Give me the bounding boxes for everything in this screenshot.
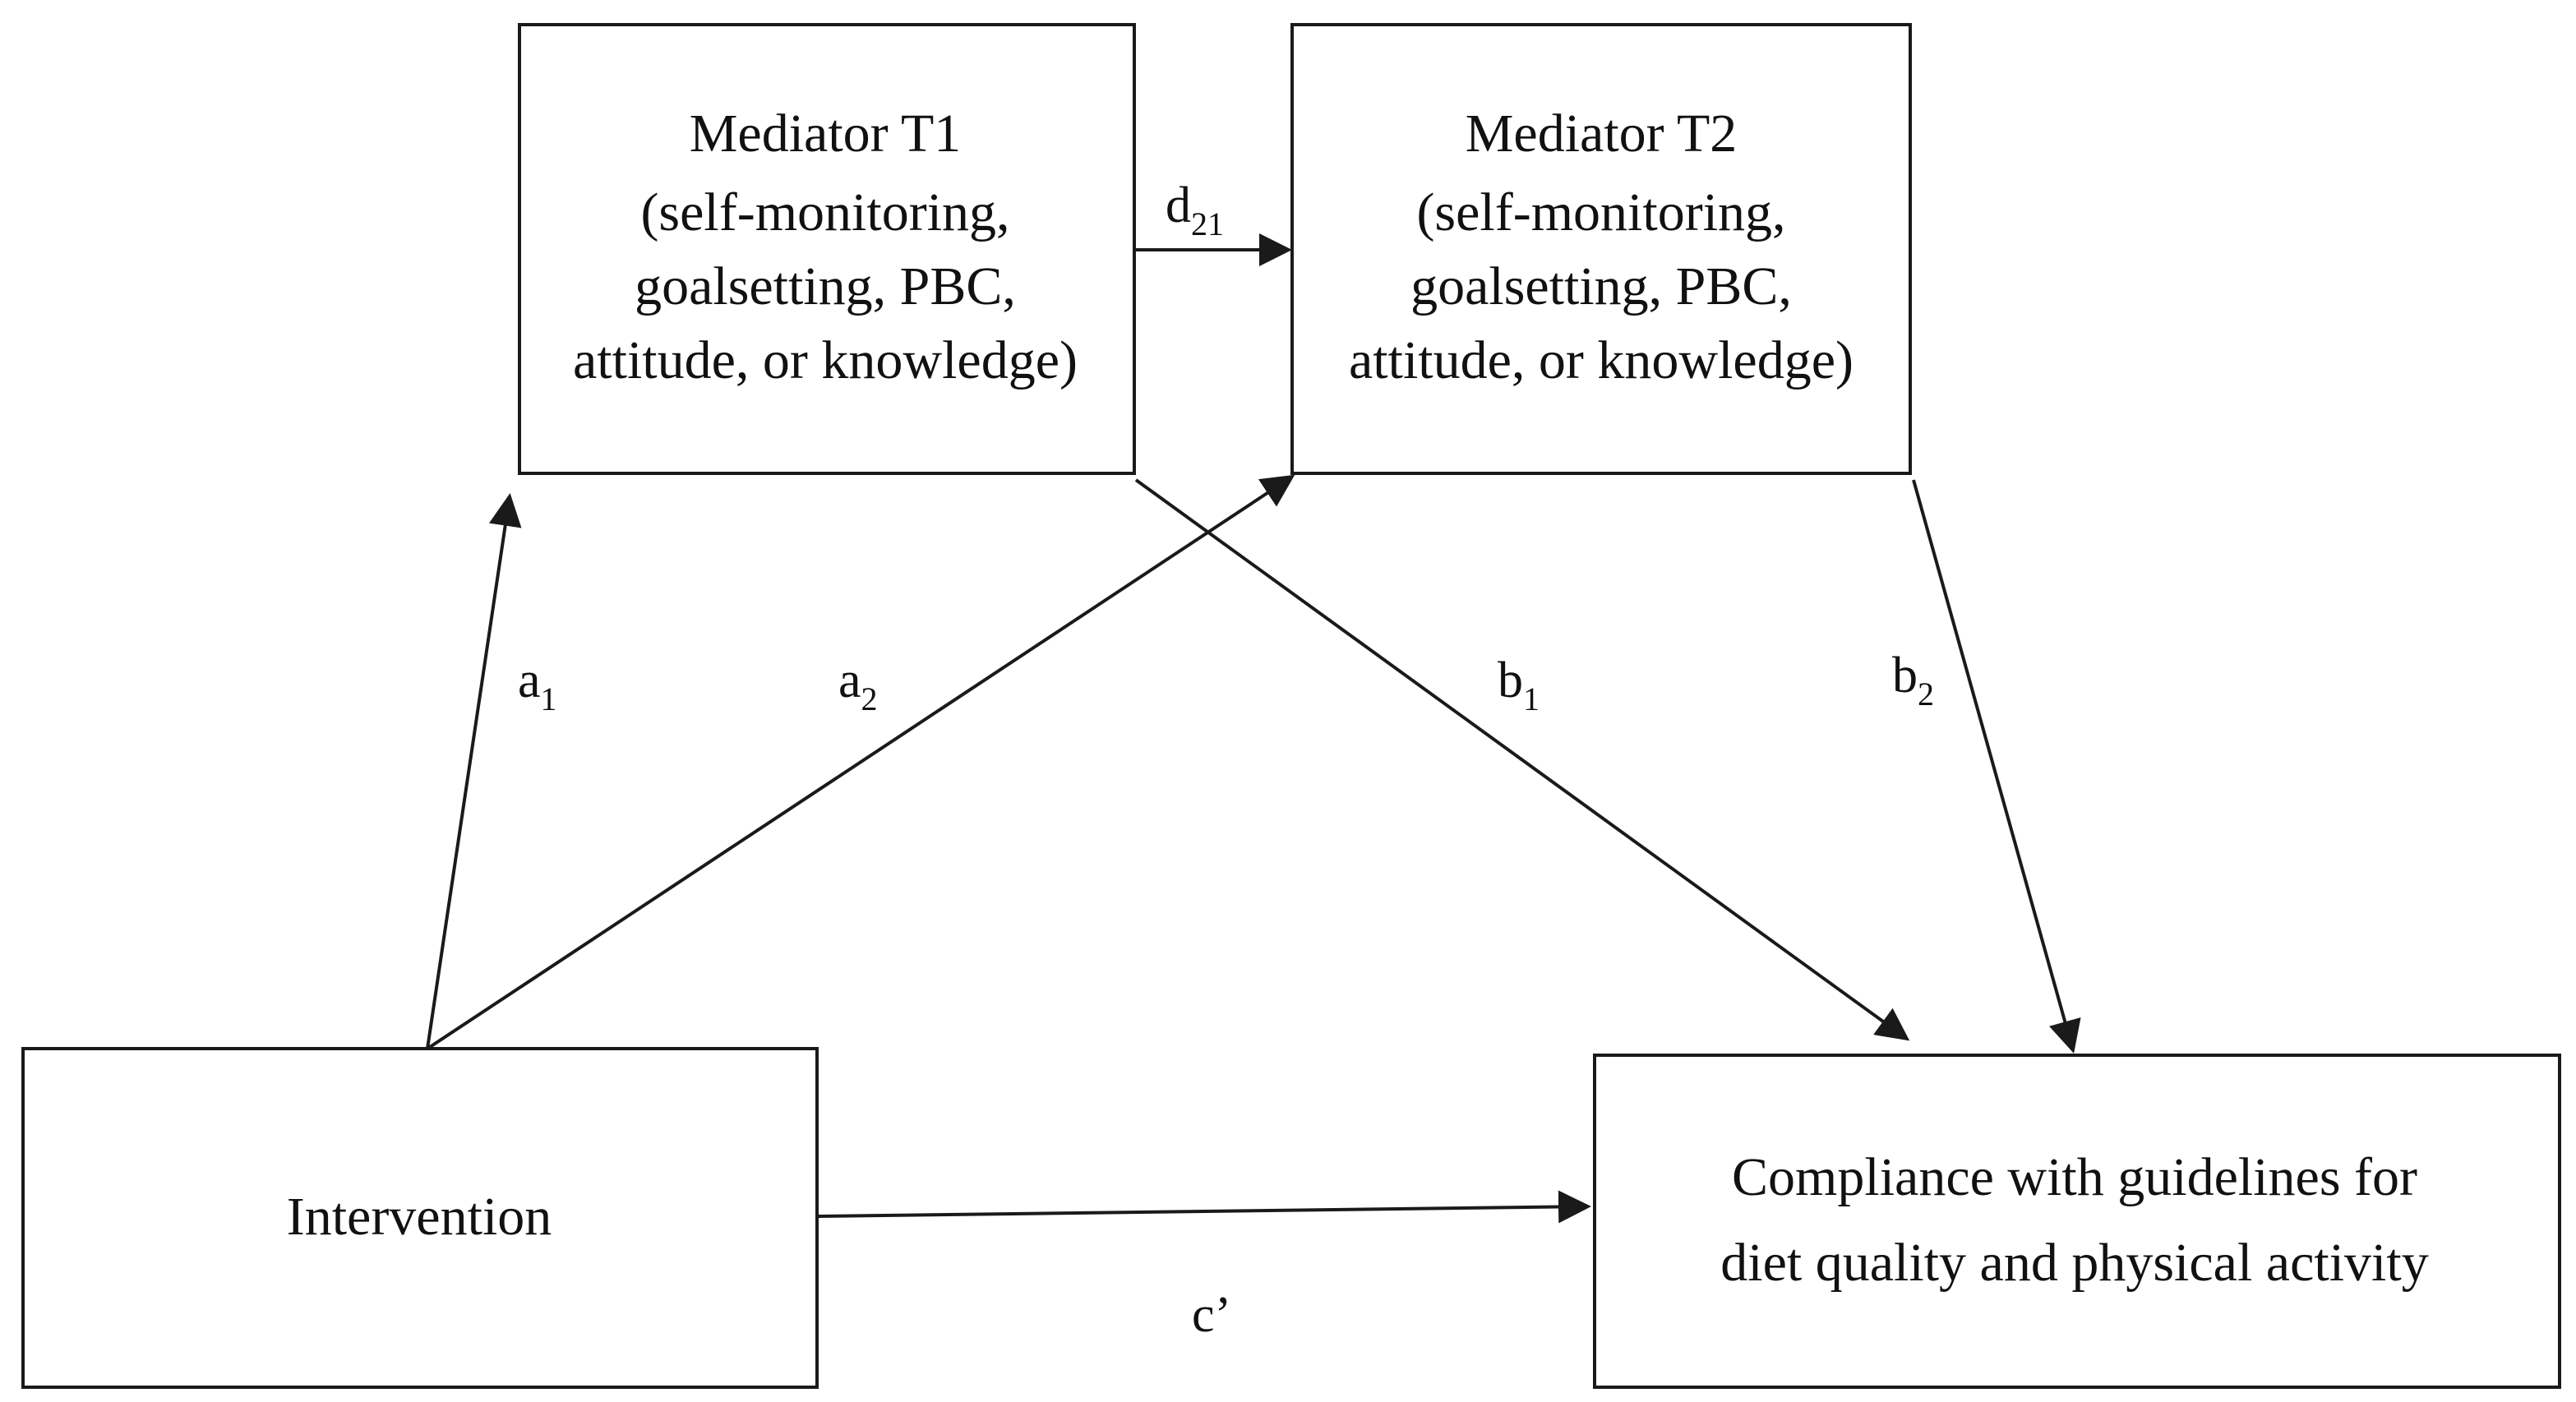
intervention-label: Intervention <box>287 1187 552 1247</box>
path-c-prime-label: c’ <box>1192 1287 1231 1343</box>
mediator-t1-title: Mediator T1 <box>690 104 962 164</box>
compliance-label-line: Compliance with guidelines for <box>1732 1147 2417 1207</box>
path-b1-label: b1 <box>1498 653 1540 717</box>
path-a1-arrow <box>426 493 522 1049</box>
path-a1-label: a1 <box>518 653 557 717</box>
mediator-t2-line: (self-monitoring, <box>1416 182 1785 242</box>
mediator-t2-line: attitude, or knowledge) <box>1349 330 1854 390</box>
compliance-box <box>1593 1054 2561 1389</box>
mediator-t2-box <box>1290 23 1912 475</box>
mediator-t1-box <box>518 23 1136 475</box>
mediator-t1-line: attitude, or knowledge) <box>573 330 1078 390</box>
mediator-t1-line: (self-monitoring, <box>640 182 1009 242</box>
compliance-label-line: diet quality and physical activity <box>1720 1233 2428 1293</box>
mediator-t2-line: goalsetting, PBC, <box>1410 256 1792 316</box>
path-a2-arrow <box>426 474 1295 1050</box>
path-b2-arrow <box>1912 479 2081 1054</box>
path-a2-label: a2 <box>838 653 878 717</box>
path-b1-arrow <box>1134 478 1910 1041</box>
mediator-t2-title: Mediator T2 <box>1466 104 1738 164</box>
intervention-box <box>21 1047 819 1389</box>
path-d21-label: d21 <box>1166 178 1224 242</box>
path-c-prime-arrow <box>818 1190 1591 1224</box>
path-b2-label: b2 <box>1892 648 1934 713</box>
mediator-t1-line: goalsetting, PBC, <box>635 256 1016 316</box>
